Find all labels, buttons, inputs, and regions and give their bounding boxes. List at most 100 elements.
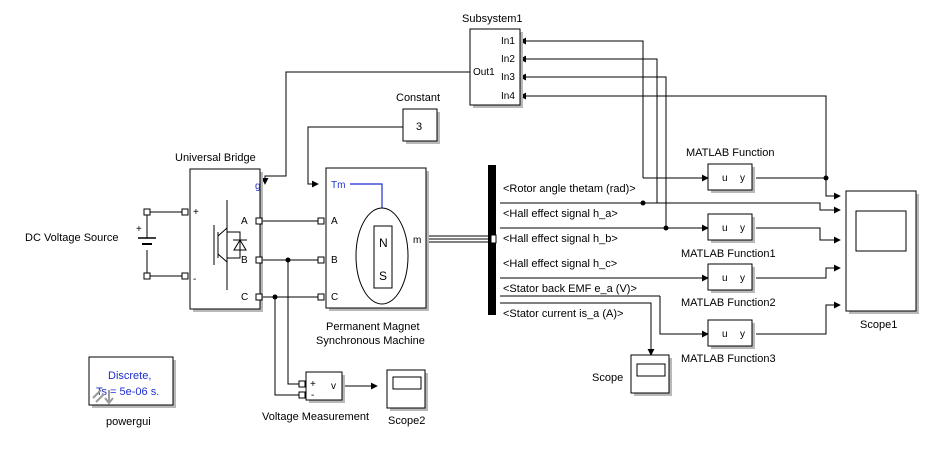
scope2-block[interactable]: [386, 369, 428, 411]
scope-block[interactable]: [630, 354, 672, 396]
scope1-screen-icon: [855, 210, 907, 252]
wire-ha-to-scope1[interactable]: [500, 202, 841, 214]
pmsm-tm-link: [350, 183, 383, 208]
powergui-block[interactable]: Discrete, Ts = 5e-06 s.: [88, 356, 176, 408]
matlab-fn-out: y: [740, 173, 745, 184]
subsystem-in4-label: In4: [501, 91, 515, 102]
matlab-fn1-out: y: [740, 223, 745, 234]
wire-fn1-to-scope1[interactable]: [756, 227, 841, 244]
wire-hb-to-in3[interactable]: [519, 73, 667, 228]
junction-fn: [823, 175, 829, 181]
bridge-port-c: C: [241, 292, 248, 303]
wire-current-to-scope[interactable]: [500, 302, 655, 356]
bus-signal-hall-c: <Hall effect signal h_c>: [503, 258, 617, 270]
powergui-title: powergui: [106, 416, 151, 428]
matlab-fn1-in: u: [722, 223, 728, 234]
dc-voltage-source-block[interactable]: +: [136, 208, 156, 280]
bus-signal-hall-b: <Hall effect signal h_b>: [503, 233, 618, 245]
wire-fn2-to-scope1[interactable]: [756, 264, 841, 279]
wire-rotor-angle-to-in1[interactable]: [519, 37, 644, 178]
bridge-port-a: A: [241, 216, 248, 227]
matlab-fn-in: u: [722, 173, 728, 184]
subsystem-in1-label: In1: [501, 36, 515, 47]
pmsm-title-line2: Synchronous Machine: [316, 335, 425, 347]
wire-fn-to-in4[interactable]: [519, 92, 827, 178]
junction-b: [285, 257, 291, 263]
bus-signal-hall-a: <Hall effect signal h_a>: [503, 208, 618, 220]
bus-selector-input: [490, 234, 497, 244]
pmsm-port-c: C: [331, 292, 338, 303]
wire-constant-to-tm[interactable]: [307, 126, 403, 188]
constant-block[interactable]: 3: [402, 108, 440, 144]
wire-out1-to-g[interactable]: [261, 71, 470, 185]
matlab-fn-title: MATLAB Function: [686, 147, 774, 159]
wire-fn-to-scope1[interactable]: [825, 178, 841, 200]
voltage-measurement-block[interactable]: + - v: [298, 371, 345, 403]
wire-emf-to-fn3[interactable]: [659, 296, 709, 338]
matlab-fn2-out: y: [740, 273, 745, 284]
scope-screen-icon: [636, 363, 666, 377]
wire-vm-plus[interactable]: [287, 260, 303, 385]
pmsm-rotor-n: N: [379, 236, 388, 250]
vm-port-plus: +: [310, 379, 316, 390]
pmsm-port-m: m: [413, 235, 421, 246]
junction-c: [272, 294, 278, 300]
subsystem1-title: Subsystem1: [462, 13, 523, 25]
constant-title: Constant: [396, 92, 440, 104]
bridge-port-b: B: [241, 255, 248, 266]
bus-signal-labels: <Rotor angle thetam (rad)> <Hall effect …: [503, 183, 637, 320]
pmsm-stator-icon: [355, 207, 409, 305]
wire-ha-to-in2[interactable]: [519, 55, 658, 203]
scope1-block[interactable]: [845, 190, 919, 314]
bridge-port-plus: +: [193, 207, 199, 218]
bridge-port-g: g: [255, 181, 261, 192]
physical-wires: [150, 175, 829, 396]
pmsm-rotor-s: S: [379, 269, 387, 283]
powergui-sample-time: Ts = 5e-06 s.: [96, 386, 159, 398]
subsystem1-block[interactable]: In1 In2 In3 In4 Out1: [469, 28, 523, 108]
powergui-mode: Discrete,: [108, 370, 151, 382]
pmsm-port-b: B: [331, 255, 338, 266]
matlab-fn3-in: u: [722, 329, 728, 340]
link-icon: [92, 389, 114, 405]
pmsm-port-tm: Tm: [331, 180, 345, 191]
junction-ha: [640, 200, 646, 206]
dc-source-plus: +: [136, 224, 142, 235]
wire-vm-minus[interactable]: [274, 297, 303, 396]
voltage-measurement-title: Voltage Measurement: [262, 411, 369, 423]
bus-signal-rotor-angle: <Rotor angle thetam (rad)>: [503, 183, 636, 195]
scope2-title: Scope2: [388, 415, 425, 427]
scope-title: Scope: [592, 372, 623, 384]
matlab-fn2-title: MATLAB Function2: [681, 297, 776, 309]
matlab-fn1-title: MATLAB Function1: [681, 248, 776, 260]
scope2-screen-icon: [392, 376, 422, 390]
bridge-port-minus: -: [193, 274, 196, 285]
matlab-fn-block[interactable]: u y: [707, 163, 755, 193]
signal-wires: [261, 37, 841, 390]
matlab-fn2-block[interactable]: u y: [707, 263, 755, 293]
subsystem-out1-label: Out1: [473, 67, 495, 78]
constant-value: 3: [416, 121, 422, 133]
universal-bridge-block[interactable]: g + - A B C: [181, 168, 263, 312]
matlab-fn3-title: MATLAB Function3: [681, 353, 776, 365]
junction-hb: [663, 225, 669, 231]
vm-port-minus: -: [311, 390, 314, 401]
wire-fn3-to-scope1[interactable]: [756, 301, 841, 335]
scope1-title: Scope1: [860, 319, 897, 331]
vm-port-out: v: [331, 381, 336, 392]
pmsm-block[interactable]: Tm A B C m N S: [317, 167, 429, 311]
igbt-diode-icon: [213, 200, 247, 290]
dc-source-title: DC Voltage Source: [25, 232, 119, 244]
pmsm-port-a: A: [331, 216, 338, 227]
pmsm-title-line1: Permanent Magnet: [326, 321, 420, 333]
pmsm-rotor-icon: [373, 225, 393, 289]
universal-bridge-title: Universal Bridge: [175, 152, 256, 164]
matlab-fn3-block[interactable]: u y: [707, 319, 755, 349]
subsystem-in2-label: In2: [501, 54, 515, 65]
matlab-fn3-out: y: [740, 329, 745, 340]
matlab-fn1-block[interactable]: u y: [707, 213, 755, 243]
subsystem-in3-label: In3: [501, 72, 515, 83]
matlab-fn2-in: u: [722, 273, 728, 284]
